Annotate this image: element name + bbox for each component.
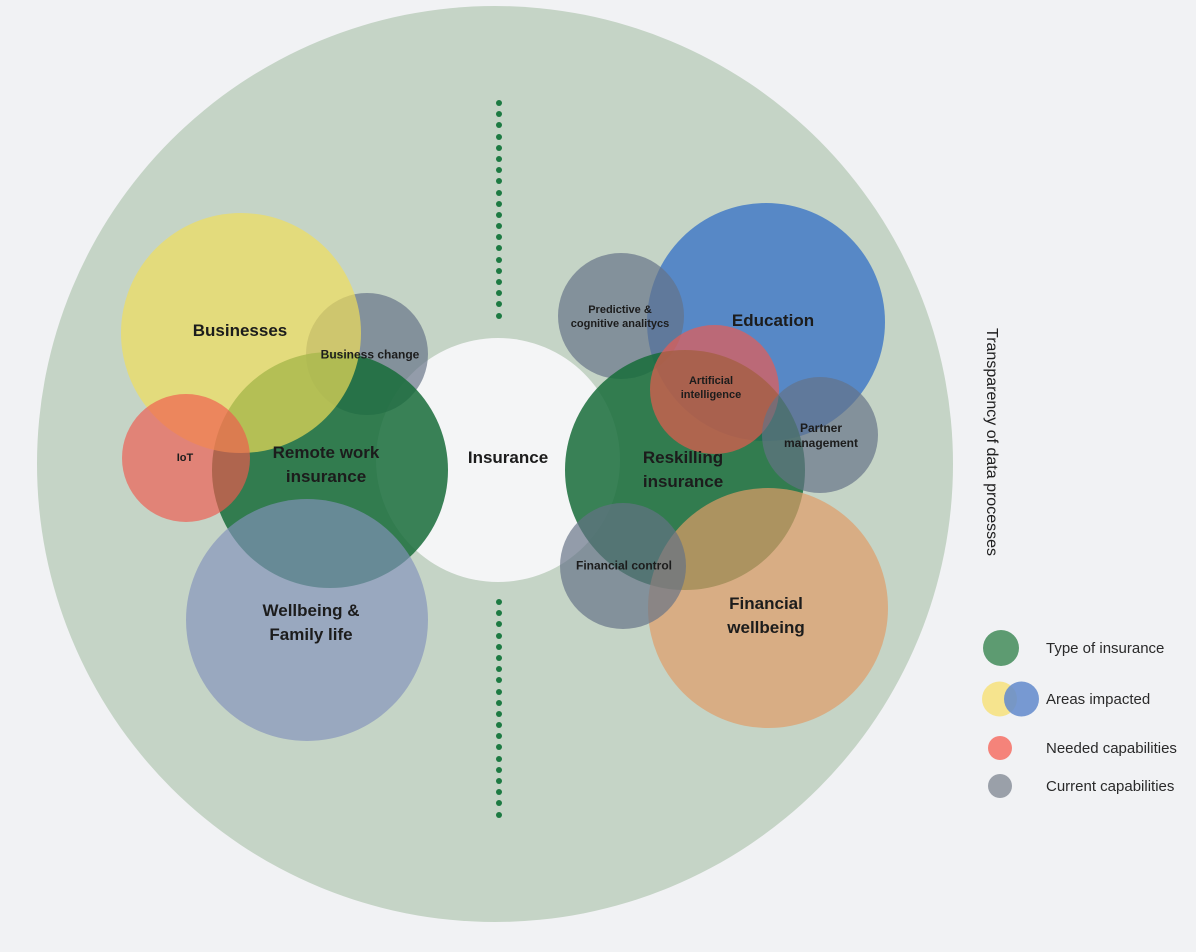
divider-dot: [496, 789, 502, 796]
divider-dot: [496, 155, 502, 162]
label-education: Education: [731, 311, 815, 330]
legend-swatch-areas-impacted-blue: [1003, 681, 1039, 717]
legend-label-type-of-insurance: Type of insurance: [1046, 639, 1165, 657]
divider-dot: [496, 677, 502, 684]
label-iot: IoT: [176, 452, 194, 464]
label-financial-wellbeing: Financial wellbeing: [727, 594, 805, 637]
divider-dot: [496, 643, 502, 650]
divider-dot: [496, 599, 502, 605]
divider-dot: [496, 744, 502, 751]
divider-dot: [496, 279, 502, 285]
dotted-divider-top: [496, 100, 502, 319]
divider-dot: [496, 811, 502, 818]
label-predictive-cognitive-analitycs: Predictive & cognitive analitycs: [570, 304, 670, 330]
divider-dot: [496, 178, 502, 185]
divider-dot: [496, 722, 502, 729]
dotted-divider-bottom: [496, 599, 502, 818]
legend-item-current-capabilities: Current capabilities: [979, 766, 1174, 806]
legend-label-areas-impacted: Areas impacted: [1046, 690, 1151, 708]
divider-dot: [496, 778, 502, 784]
legend-swatch-type-of-insurance: [983, 630, 1019, 666]
legend-label-current-capabilities: Current capabilities: [1046, 777, 1175, 795]
label-artificial-intelligence: Artificial intelligence: [680, 375, 742, 401]
side-label-transparency: Transparency of data processes: [983, 328, 1000, 556]
divider-dot: [496, 610, 502, 617]
label-business-change: Business change: [320, 347, 420, 362]
circle-partner-management: [762, 377, 878, 493]
divider-dot: [496, 621, 502, 628]
divider-dot: [496, 133, 502, 140]
circle-financial-wellbeing: [648, 488, 888, 728]
divider-dot: [496, 755, 502, 762]
circle-wellbeing-family-life: [186, 499, 428, 741]
divider-dot: [496, 710, 502, 717]
circle-financial-control: [560, 503, 686, 629]
label-businesses: Businesses: [192, 321, 288, 340]
divider-dot: [496, 100, 502, 106]
legend-swatch-current-capabilities: [988, 774, 1012, 798]
legend-item-type-of-insurance: Type of insurance: [979, 628, 1164, 668]
divider-dot: [496, 654, 502, 661]
divider-dot: [496, 256, 502, 263]
legend-swatch-needed-capabilities: [988, 736, 1012, 760]
circle-artificial-intelligence: [650, 325, 779, 454]
divider-dot: [496, 234, 502, 241]
divider-dot: [496, 301, 502, 308]
divider-dot: [496, 223, 502, 230]
label-insurance-hub: Insurance: [467, 448, 549, 467]
divider-dot: [496, 733, 502, 740]
legend-item-needed-capabilities: Needed capabilities: [979, 728, 1177, 768]
legend-item-areas-impacted: Areas impacted: [979, 679, 1150, 719]
divider-dot: [496, 111, 502, 118]
divider-dot: [496, 211, 502, 218]
label-remote-work-insurance: Remote work insurance: [272, 443, 380, 486]
divider-dot: [496, 632, 502, 639]
legend-label-needed-capabilities: Needed capabilities: [1046, 739, 1177, 757]
divider-dot: [496, 800, 502, 807]
label-financial-control: Financial control: [575, 558, 673, 573]
label-partner-management: Partner management: [783, 421, 859, 450]
divider-dot: [496, 312, 502, 319]
divider-dot: [496, 245, 502, 252]
divider-dot: [496, 688, 502, 695]
divider-dot: [496, 144, 502, 151]
divider-dot: [496, 122, 502, 129]
circle-iot: [122, 394, 250, 522]
divider-dot: [496, 766, 502, 773]
divider-dot: [496, 200, 502, 207]
divider-dot: [496, 666, 502, 673]
divider-dot: [496, 189, 502, 196]
divider-dot: [496, 267, 502, 274]
divider-dot: [496, 167, 502, 174]
divider-dot: [496, 699, 502, 706]
divider-dot: [496, 290, 502, 297]
label-reskilling-insurance: Reskilling insurance: [642, 448, 724, 491]
label-wellbeing-family-life: Wellbeing & Family life: [262, 601, 360, 644]
